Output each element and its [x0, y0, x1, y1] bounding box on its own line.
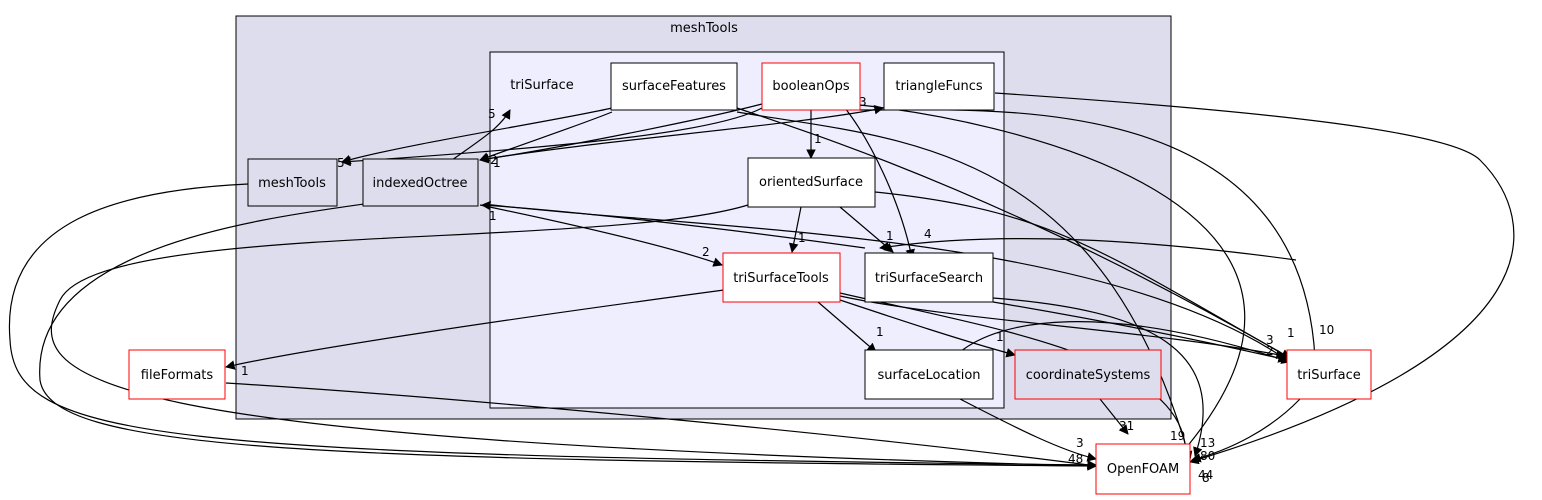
edge-label: 1 — [493, 156, 501, 170]
node-triangleFuncs-label: triangleFuncs — [895, 79, 983, 94]
edge-label: 48 — [1068, 452, 1083, 466]
edge-label: 8 — [1202, 471, 1210, 485]
edge-label: 1 — [489, 209, 497, 223]
node-booleanOps-label: booleanOps — [772, 79, 849, 94]
edge-label: 5 — [488, 107, 496, 121]
node-OpenFOAM-label: OpenFOAM — [1107, 462, 1179, 477]
node-triangleFuncs[interactable]: triangleFuncs — [883, 62, 995, 111]
node-triSurface[interactable]: triSurface — [1286, 349, 1372, 400]
edge-label: 1 — [886, 229, 894, 243]
node-surfaceFeatures[interactable]: surfaceFeatures — [610, 62, 738, 111]
node-orientedSurface-label: orientedSurface — [759, 175, 863, 190]
edge-label: 1 — [876, 325, 884, 339]
edge-label: 1 — [1287, 326, 1295, 340]
node-booleanOps[interactable]: booleanOps — [761, 62, 861, 111]
node-OpenFOAM[interactable]: OpenFOAM — [1095, 443, 1191, 495]
node-surfaceLocation[interactable]: surfaceLocation — [864, 349, 994, 400]
cluster-triSurface-label: triSurface — [510, 78, 574, 93]
edge-label: 13 — [1200, 436, 1215, 450]
node-surfaceLocation-label: surfaceLocation — [877, 368, 980, 383]
edge-label: 31 — [1119, 419, 1134, 433]
node-orientedSurface[interactable]: orientedSurface — [747, 157, 876, 208]
edge-label: 80 — [1200, 449, 1215, 463]
edge-label: 44 — [1198, 468, 1213, 482]
edge-labels: 5 3 1 5 1 2 1 1 1 4 2 1 1 1 3 1 2 10 31 … — [241, 95, 1334, 485]
edge-label: 1 — [241, 364, 249, 378]
node-indexedOctree-label: indexedOctree — [373, 176, 468, 191]
node-triSurfaceTools[interactable]: triSurfaceTools — [722, 252, 841, 303]
node-triSurface-label: triSurface — [1297, 368, 1361, 383]
node-indexedOctree[interactable]: indexedOctree — [362, 158, 479, 207]
edge-label: 2 — [702, 245, 710, 259]
edge-label: 1 — [798, 231, 806, 245]
node-triSurfaceTools-label: triSurfaceTools — [733, 271, 829, 286]
edge-label: 2 — [1266, 344, 1274, 358]
edge-label: 3 — [1266, 333, 1274, 347]
edge-label: 3 — [859, 95, 867, 109]
edge-label: 3 — [1076, 436, 1084, 450]
node-fileFormats[interactable]: fileFormats — [128, 349, 226, 400]
edge-label: 4 — [924, 227, 932, 241]
edge-label: 2 — [490, 153, 498, 167]
node-surfaceFeatures-label: surfaceFeatures — [622, 79, 726, 94]
node-meshTools[interactable]: meshTools — [247, 158, 338, 207]
edge-label: 1 — [814, 132, 822, 146]
edge-label: 10 — [1319, 323, 1334, 337]
edges — [8, 92, 1515, 471]
node-meshTools-label: meshTools — [258, 176, 326, 191]
node-fileFormats-label: fileFormats — [141, 368, 214, 383]
cluster-meshTools-label: meshTools — [670, 21, 738, 36]
edge-label: 1 — [996, 330, 1004, 344]
node-triSurfaceSearch[interactable]: triSurfaceSearch — [864, 252, 994, 303]
edge-label: 19 — [1170, 429, 1185, 443]
node-coordinateSystems[interactable]: coordinateSystems — [1014, 349, 1162, 400]
node-coordinateSystems-label: coordinateSystems — [1026, 368, 1151, 383]
node-triSurfaceSearch-label: triSurfaceSearch — [875, 271, 983, 286]
edge-label: 5 — [337, 156, 345, 170]
